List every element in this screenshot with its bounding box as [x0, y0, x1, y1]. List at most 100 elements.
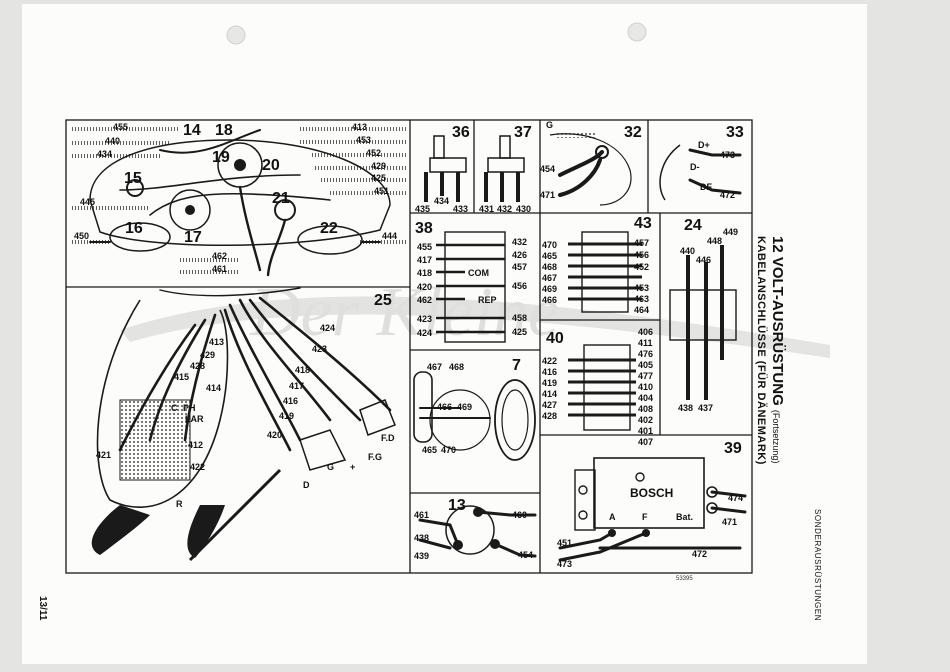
connector	[299, 429, 347, 471]
panel-43: 43 470 465 468 467 469 466 457 456 452 4…	[542, 215, 652, 315]
wire-label: 413	[209, 337, 224, 347]
wire-label: 424	[417, 328, 432, 338]
wire-label: 406	[638, 327, 653, 337]
wire-label: 471	[722, 517, 737, 527]
component-number: 38	[415, 220, 433, 237]
wire-label: 417	[289, 381, 304, 391]
wire-label: 426	[512, 250, 527, 260]
wire-label: 412	[188, 440, 203, 450]
wire-label: 474	[728, 493, 743, 503]
wire-label: 438	[678, 403, 693, 413]
wire-label: 455	[417, 242, 432, 252]
component-number: 40	[546, 330, 564, 347]
wire-label: DF	[700, 182, 712, 192]
lamp-22	[297, 225, 363, 255]
wire-label: 432	[497, 204, 512, 214]
wire-label: 449	[723, 227, 738, 237]
relay-mark: REP	[478, 295, 497, 305]
wire-label: 452	[634, 262, 649, 272]
component-number: 21	[272, 190, 290, 207]
wire-label: 416	[283, 396, 298, 406]
wire-label: 454	[518, 550, 533, 560]
terminal-label: F	[642, 512, 648, 522]
wire-label: 432	[512, 237, 527, 247]
wire-label: 451	[557, 538, 572, 548]
wire-label: 470	[441, 445, 456, 455]
component-number: 18	[215, 122, 233, 139]
panel-24: 24 440 446 448 449 438 437	[669, 217, 738, 413]
component-number: 43	[634, 215, 652, 232]
wire-label: 405	[638, 360, 653, 370]
wire-label: 411	[638, 338, 653, 348]
wire-bundle	[70, 127, 406, 274]
terminal-label: F.D	[381, 433, 395, 443]
wire-label: 467	[542, 273, 557, 283]
wire-label: 461	[212, 264, 227, 274]
wire-label: 473	[720, 150, 735, 160]
wire-label: 434	[434, 196, 449, 206]
wire-label: 422	[190, 462, 205, 472]
wire-label: 453	[356, 135, 371, 145]
wire-label: 420	[417, 282, 432, 292]
wire-label: 415	[174, 372, 189, 382]
wire-label: 440	[105, 136, 120, 146]
relay-mark: COM	[468, 268, 489, 278]
column-shaft	[188, 468, 282, 562]
component-number: 24	[684, 217, 702, 234]
binder-hole	[226, 25, 246, 45]
wire-label: 419	[279, 411, 294, 421]
wire-label: 410	[638, 382, 653, 392]
wire-label: 420	[267, 430, 282, 440]
wire-label: 477	[638, 371, 653, 381]
wire-label: 470	[542, 240, 557, 250]
wire-label: 439	[414, 551, 429, 561]
wire-label: 407	[638, 437, 653, 447]
wire-label: 444	[382, 231, 397, 241]
wire-label: 401	[638, 426, 653, 436]
wire-label: 408	[638, 404, 653, 414]
wire-label: 456	[634, 250, 649, 260]
panel-38: 38 455 417 418 420 462 423 424 432 426 4…	[415, 220, 527, 343]
wire-label: 467	[427, 362, 442, 372]
gauge	[169, 189, 211, 231]
terminal-label: +	[350, 462, 355, 472]
wire-label: 461	[414, 510, 429, 520]
terminal-label: LAR	[185, 414, 204, 424]
wire-label: 445	[80, 197, 95, 207]
wire-label: 452	[366, 148, 381, 158]
component-number: 37	[514, 124, 532, 141]
lever	[187, 505, 225, 558]
page-number: 13/11	[37, 596, 48, 621]
page-title: 12 VOLT-AUSRÜSTUNG (Fortsetzung)	[769, 236, 786, 463]
wire-label: 418	[295, 365, 310, 375]
panel-40: 40 422 416 419 414 427 428 406 411 476 4…	[542, 327, 653, 447]
panel-frame	[65, 119, 753, 574]
wire-label: 402	[638, 415, 653, 425]
switch	[126, 179, 144, 197]
terminal-label: R	[176, 499, 183, 509]
manual-page: Der Kleine	[22, 4, 867, 664]
wire-label: 454	[540, 164, 555, 174]
wire-label: 433	[453, 204, 468, 214]
page-subtitle: KABELANSCHLÜSSE (FÜR DÄNEMARK)	[755, 236, 767, 465]
wire-label: 421	[96, 450, 111, 460]
wire-label: 448	[707, 236, 722, 246]
wire-label: 466	[542, 295, 557, 305]
wire-label: 468	[542, 262, 557, 272]
wire-label: 453	[634, 283, 649, 293]
wire-label: 456	[512, 281, 527, 291]
wire-label: 457	[634, 238, 649, 248]
component-number: 36	[452, 124, 470, 141]
wire-label: 424	[320, 323, 335, 333]
brand-label: BOSCH	[630, 486, 673, 500]
dashboard-outline	[89, 139, 391, 246]
wire-label: 418	[417, 268, 432, 278]
wire-label: 458	[512, 313, 527, 323]
panel-7: 7 467 468 466 469 465 470	[413, 357, 536, 461]
panel-36: 36 434 435 433	[415, 124, 470, 214]
wire-label: 466	[437, 402, 452, 412]
wire-label: 468	[449, 362, 464, 372]
wire-label: 425	[371, 173, 386, 183]
wire-label: 455	[113, 122, 128, 132]
lever	[91, 505, 150, 555]
